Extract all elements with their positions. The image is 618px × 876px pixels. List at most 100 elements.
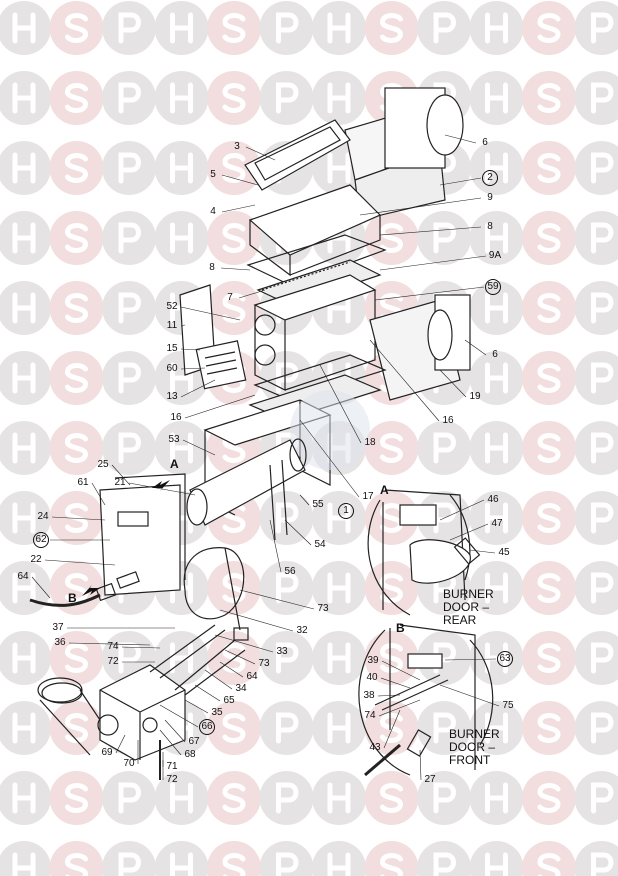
watermark-s-circle	[364, 841, 419, 876]
watermark-h-circle	[312, 841, 366, 876]
watermark-p-circle	[574, 771, 618, 825]
leader-line	[379, 255, 487, 271]
leader-line	[359, 197, 482, 216]
watermark-s-circle	[522, 351, 576, 405]
watermark-s-circle	[522, 491, 576, 545]
watermark-h-circle	[312, 631, 366, 685]
detail-view-b-label: B	[396, 621, 405, 635]
caption-line: DOOR –	[449, 740, 496, 754]
watermark-s-circle	[522, 71, 576, 125]
part-label-21: 21	[114, 477, 126, 488]
part-label-33: 33	[276, 646, 288, 657]
watermark-s-circle	[49, 211, 104, 265]
gaskets-and-baffle	[246, 234, 387, 306]
watermark-h-circle	[154, 211, 209, 265]
watermark-s-circle	[207, 141, 261, 195]
caption-line: BURNER	[449, 727, 500, 741]
arrow-b-label: B	[68, 591, 77, 605]
leader-line	[439, 684, 500, 707]
caption-line: REAR	[443, 613, 477, 627]
part-label-70: 70	[123, 758, 135, 769]
watermark-s-circle	[522, 771, 576, 825]
watermark-h-circle	[0, 491, 51, 545]
leader-line	[31, 576, 51, 599]
part-label-46: 46	[487, 494, 499, 505]
leader-line	[269, 519, 282, 573]
part-label-3: 3	[234, 141, 240, 152]
leader-line	[239, 589, 315, 610]
part-label-72: 72	[166, 774, 178, 785]
part-label-32: 32	[296, 625, 308, 636]
part-label-35: 35	[211, 707, 223, 718]
leader-line	[219, 609, 294, 632]
watermark-p-circle	[574, 841, 618, 876]
part-label-69: 69	[101, 747, 113, 758]
leader-line	[299, 419, 360, 498]
watermark-h-circle	[0, 351, 51, 405]
watermark-p-circle	[102, 71, 156, 125]
watermark-s-circle	[522, 421, 576, 475]
leader-line	[219, 661, 244, 678]
leader-line	[115, 734, 126, 754]
part-label-9a: 9A	[488, 250, 502, 261]
part-label-74: 74	[107, 641, 119, 652]
watermark-p-circle	[574, 141, 618, 195]
watermark-h-circle	[469, 841, 524, 876]
watermark-s-circle	[49, 491, 104, 545]
watermark-h-circle	[469, 211, 524, 265]
part-label-16: 16	[442, 415, 454, 426]
watermark-p-circle	[259, 771, 314, 825]
access-cover	[244, 119, 351, 191]
watermark-p-circle	[102, 351, 156, 405]
watermark-h-circle	[469, 71, 524, 125]
watermark-h-circle	[0, 71, 51, 125]
leader-line	[369, 339, 440, 422]
leader-line	[284, 519, 312, 546]
part-label-59: 59	[485, 279, 501, 295]
leader-line	[44, 559, 116, 566]
watermark-s-circle	[49, 841, 104, 876]
watermark-h-circle	[0, 701, 51, 755]
watermark-s-circle	[522, 211, 576, 265]
watermark-s-circle	[207, 71, 261, 125]
part-label-16: 16	[170, 412, 182, 423]
watermark-h-circle	[312, 1, 366, 55]
part-label-62: 62	[33, 532, 49, 548]
part-label-74: 74	[364, 710, 376, 721]
leader-line	[439, 177, 482, 186]
side-bracket	[179, 284, 247, 390]
watermark-h-circle	[312, 561, 366, 615]
watermark-h-circle	[312, 771, 366, 825]
watermark-s-circle	[364, 211, 419, 265]
leader-line	[121, 646, 161, 649]
part-label-56: 56	[284, 566, 296, 577]
part-label-36: 36	[54, 637, 66, 648]
watermark-s-circle	[49, 561, 104, 615]
part-label-53: 53	[168, 434, 180, 445]
watermark-s-circle	[522, 701, 576, 755]
caption-burner-door-rear: BURNER DOOR – REAR	[443, 588, 494, 627]
watermark-h-circle	[469, 771, 524, 825]
watermark-p-circle	[417, 1, 471, 55]
flue-duct-lower	[369, 294, 471, 401]
leader-line	[379, 226, 482, 236]
watermark-p-circle	[574, 701, 618, 755]
part-label-64: 64	[17, 571, 29, 582]
leader-line	[182, 439, 216, 456]
part-label-27: 27	[424, 774, 436, 785]
watermark-p-circle	[574, 1, 618, 55]
watermark-s-circle	[49, 141, 104, 195]
leader-line	[245, 146, 276, 161]
leader-line	[51, 516, 106, 521]
watermark-p-circle	[574, 71, 618, 125]
leader-line	[381, 660, 421, 681]
leader-line	[374, 286, 485, 301]
watermark-p-circle	[574, 421, 618, 475]
watermark-h-circle	[154, 1, 209, 55]
part-label-1: 1	[338, 503, 354, 519]
watermark-p-circle	[259, 631, 314, 685]
watermark-h-circle	[154, 421, 209, 475]
part-label-43: 43	[369, 742, 381, 753]
